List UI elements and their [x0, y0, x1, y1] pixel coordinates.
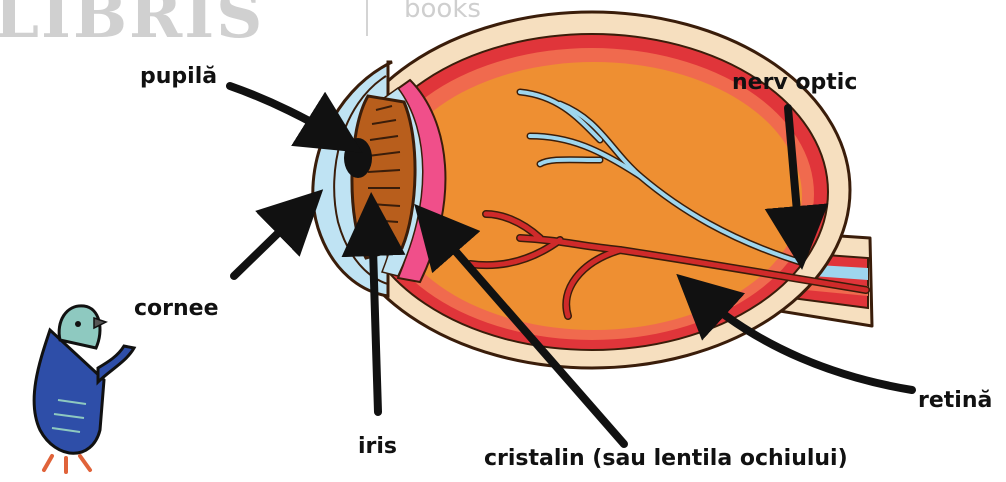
- cornea-arrow: [234, 206, 306, 276]
- pupil-shape: [344, 138, 372, 178]
- label-lens: cristalin (sau lentila ochiului): [484, 446, 848, 471]
- label-optic-nerve: nerv optic: [732, 70, 857, 95]
- label-cornea: cornee: [134, 296, 219, 321]
- vitreous-body: [386, 62, 802, 330]
- pupil-arrow: [230, 86, 342, 140]
- label-retina: retină: [918, 388, 992, 413]
- pigeon-mascot: [34, 306, 134, 472]
- label-iris: iris: [358, 434, 397, 459]
- label-pupil: pupilă: [140, 64, 217, 89]
